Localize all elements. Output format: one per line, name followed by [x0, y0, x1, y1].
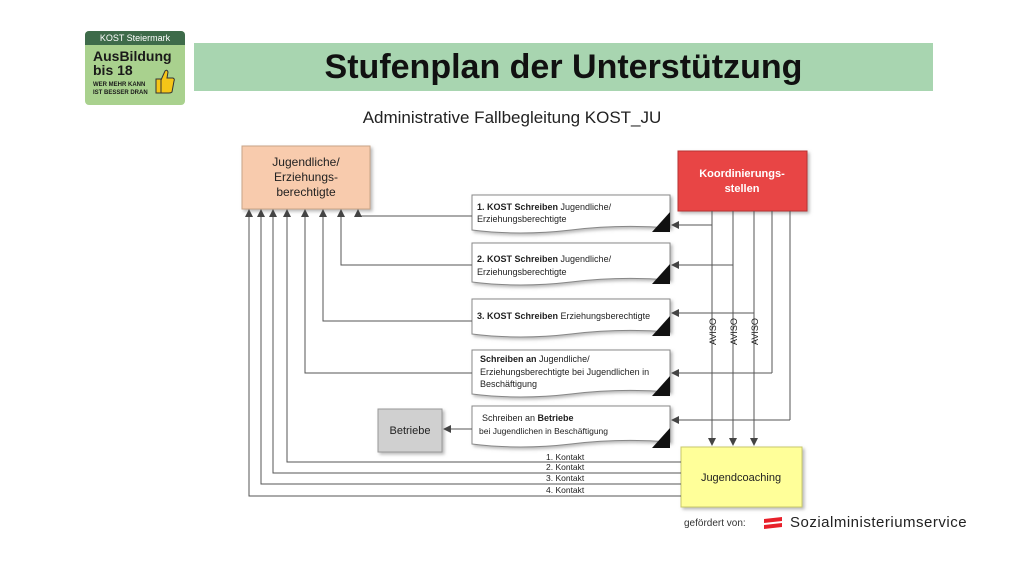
arrow-kontakt-3 — [257, 209, 681, 485]
thumbs-up-icon — [155, 69, 175, 94]
kontakt-label-4: 4. Kontakt — [546, 485, 585, 495]
koordinierung-lines — [671, 211, 791, 446]
document-3-line-1: 3. KOST Schreiben Erziehungsberechtigte — [477, 311, 650, 321]
betriebe-label: Betriebe — [390, 425, 431, 437]
document-4: Schreiben an Jugendliche/ Erziehungsbere… — [471, 349, 671, 398]
arrow-doc3-to-jugendliche — [319, 209, 472, 322]
kontakt-labels: 1. Kontakt 2. Kontakt 3. Kontakt 4. Kont… — [546, 452, 585, 495]
document-4-line-1: Schreiben an Jugendliche/ — [480, 354, 590, 364]
betriebe-node: Betriebe — [377, 408, 443, 453]
kontakt-label-3: 3. Kontakt — [546, 473, 585, 483]
logo-small-line-1: WER MEHR KANN — [93, 82, 146, 88]
document-2: 2. KOST Schreiben Jugendliche/ Erziehung… — [471, 242, 671, 286]
arrow-doc2-to-jugendliche — [337, 209, 472, 266]
arrow-kontakt-4 — [245, 209, 681, 497]
document-2-line-1: 2. KOST Schreiben Jugendliche/ — [477, 254, 612, 264]
koordinierung-line-2: stellen — [725, 183, 760, 195]
arrow-doc1-to-jugendliche — [354, 209, 472, 217]
logo-main-line-2: bis 18 — [93, 62, 133, 78]
jugendcoaching-node: Jugendcoaching — [680, 446, 803, 508]
aviso-label-3: AVISO — [750, 318, 760, 345]
document-1: 1. KOST Schreiben Jugendliche/ Erziehung… — [471, 194, 671, 234]
document-5: Schreiben an Betriebe bei Jugendlichen i… — [471, 405, 671, 448]
arrow-kontakt-1 — [283, 209, 681, 463]
jugendliche-node: Jugendliche/ Erziehungs- berechtigte — [241, 145, 371, 210]
logo: KOST Steiermark AusBildung bis 18 WER ME… — [85, 31, 185, 105]
document-5-line-2: bei Jugendlichen in Beschäftigung — [479, 426, 608, 436]
diagram-subtitle: Administrative Fallbegleitung KOST_JU — [362, 108, 662, 127]
arrow-doc4-to-jugendliche — [301, 209, 472, 374]
logo-small-text: WER MEHR KANN IST BESSER DRAN — [93, 81, 148, 97]
jugendcoaching-label: Jugendcoaching — [701, 472, 781, 484]
logo-main-text: AusBildung bis 18 — [93, 49, 172, 77]
footer-brand: Sozialministeriumservice — [790, 514, 968, 531]
aviso-label-1: AVISO — [708, 318, 718, 345]
koordinierung-line-1: Koordinierungs- — [699, 168, 785, 180]
page-title: Stufenplan der Unterstützung — [324, 48, 803, 86]
jugendliche-line-3: berechtigte — [276, 185, 336, 199]
document-1-line-2: Erziehungsberechtigte — [477, 214, 567, 224]
document-1-line-1: 1. KOST Schreiben Jugendliche/ — [477, 202, 612, 212]
document-5-line-1: Schreiben an Betriebe — [482, 413, 574, 423]
kontakt-lines — [245, 209, 681, 497]
document-2-line-2: Erziehungsberechtigte — [477, 267, 567, 277]
aviso-label-2: AVISO — [729, 318, 739, 345]
document-3: 3. KOST Schreiben Erziehungsberechtigte — [471, 298, 671, 338]
austrian-flag-icon — [764, 517, 782, 529]
jugendliche-line-1: Jugendliche/ — [272, 155, 340, 169]
logo-top-text: KOST Steiermark — [85, 31, 185, 45]
kontakt-label-2: 2. Kontakt — [546, 462, 585, 472]
jugendliche-line-2: Erziehungs- — [274, 170, 338, 184]
kontakt-label-1: 1. Kontakt — [546, 452, 585, 462]
footer-label: gefördert von: — [684, 518, 746, 529]
logo-main-line-1: AusBildung — [93, 48, 172, 64]
aviso-labels: AVISO AVISO AVISO — [708, 318, 760, 345]
arrow-kontakt-2 — [269, 209, 681, 474]
document-4-line-2: Erziehungsberechtigte bei Jugendlichen i… — [480, 367, 649, 377]
document-return-lines — [301, 209, 472, 433]
koordinierungsstellen-node: Koordinierungs- stellen — [677, 150, 808, 212]
logo-small-line-2: IST BESSER DRAN — [93, 90, 148, 96]
document-4-line-3: Beschäftigung — [480, 379, 537, 389]
title-bar: Stufenplan der Unterstützung — [194, 43, 933, 91]
